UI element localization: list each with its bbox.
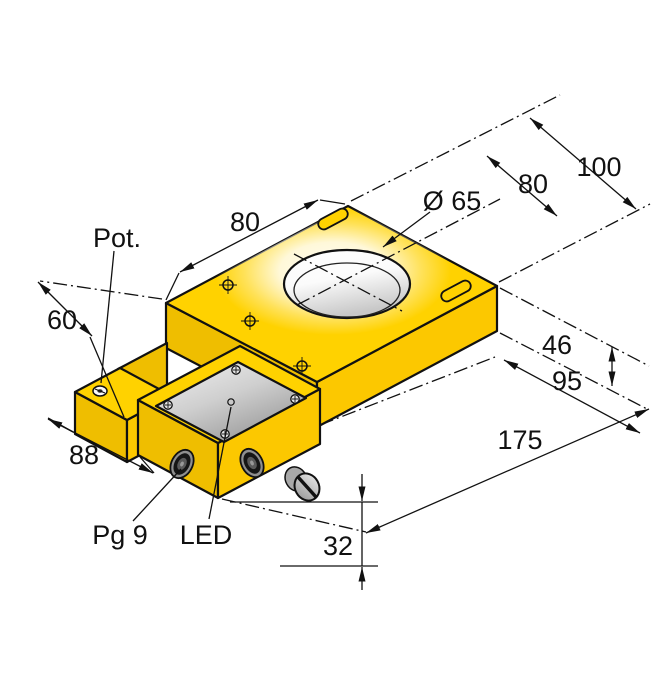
- extension-line-175: [221, 498, 367, 533]
- extension-tick: [89, 336, 125, 418]
- ring-hole-bore: [293, 262, 401, 318]
- extension-line-60: [39, 280, 163, 300]
- mounting-hole: [293, 357, 311, 375]
- plate-screw: [290, 394, 300, 404]
- dim-label-88: 88: [69, 440, 99, 470]
- dim-label-32: 32: [323, 531, 353, 561]
- dim-label-80-offset: 80: [518, 169, 548, 199]
- leader-hole-diameter: [382, 211, 431, 248]
- extension-line-top-corner: [350, 94, 561, 202]
- led-indicator: [227, 398, 235, 406]
- mounting-hole: [241, 312, 259, 330]
- dimension-line-80-edge: [179, 199, 319, 273]
- ring-hole: [282, 248, 412, 320]
- screw-plug: [284, 466, 321, 502]
- hole-cross-line: [293, 253, 403, 312]
- label-pg9: Pg 9: [92, 520, 148, 550]
- dimension-line-175: [365, 408, 650, 534]
- leader-led: [208, 406, 232, 520]
- pot-screw: [92, 385, 108, 397]
- extension-line-46-top: [499, 287, 650, 367]
- extension-tick: [319, 199, 346, 205]
- cable-gland-right: [239, 447, 265, 479]
- mounting-slot-right: [440, 279, 472, 303]
- dim-label-hole-diameter: Ø 65: [423, 186, 482, 216]
- dimension-line-100: [529, 117, 637, 210]
- dim-label-80-edge: 80: [230, 207, 260, 237]
- extension-line-95: [319, 356, 496, 426]
- mounting-slot-top: [317, 207, 349, 231]
- extension-tick: [165, 272, 180, 301]
- dimension-line-60: [37, 281, 93, 337]
- leader-pot: [100, 250, 115, 384]
- dim-label-175: 175: [497, 425, 542, 455]
- dim-label-100: 100: [576, 152, 621, 182]
- plate-screw: [163, 400, 173, 410]
- mounting-hole: [219, 276, 237, 294]
- dimension-line-88: [47, 418, 154, 474]
- dim-label-95: 95: [552, 366, 582, 396]
- extension-line-right-corner: [498, 203, 651, 283]
- dim-label-60: 60: [47, 305, 77, 335]
- plate-screw: [231, 365, 241, 375]
- leader-pg9: [132, 468, 182, 522]
- cable-gland-left: [169, 448, 195, 480]
- label-pot: Pot.: [93, 223, 141, 253]
- label-led: LED: [180, 520, 233, 550]
- hole-center-line: [296, 198, 501, 306]
- dim-label-46: 46: [542, 330, 572, 360]
